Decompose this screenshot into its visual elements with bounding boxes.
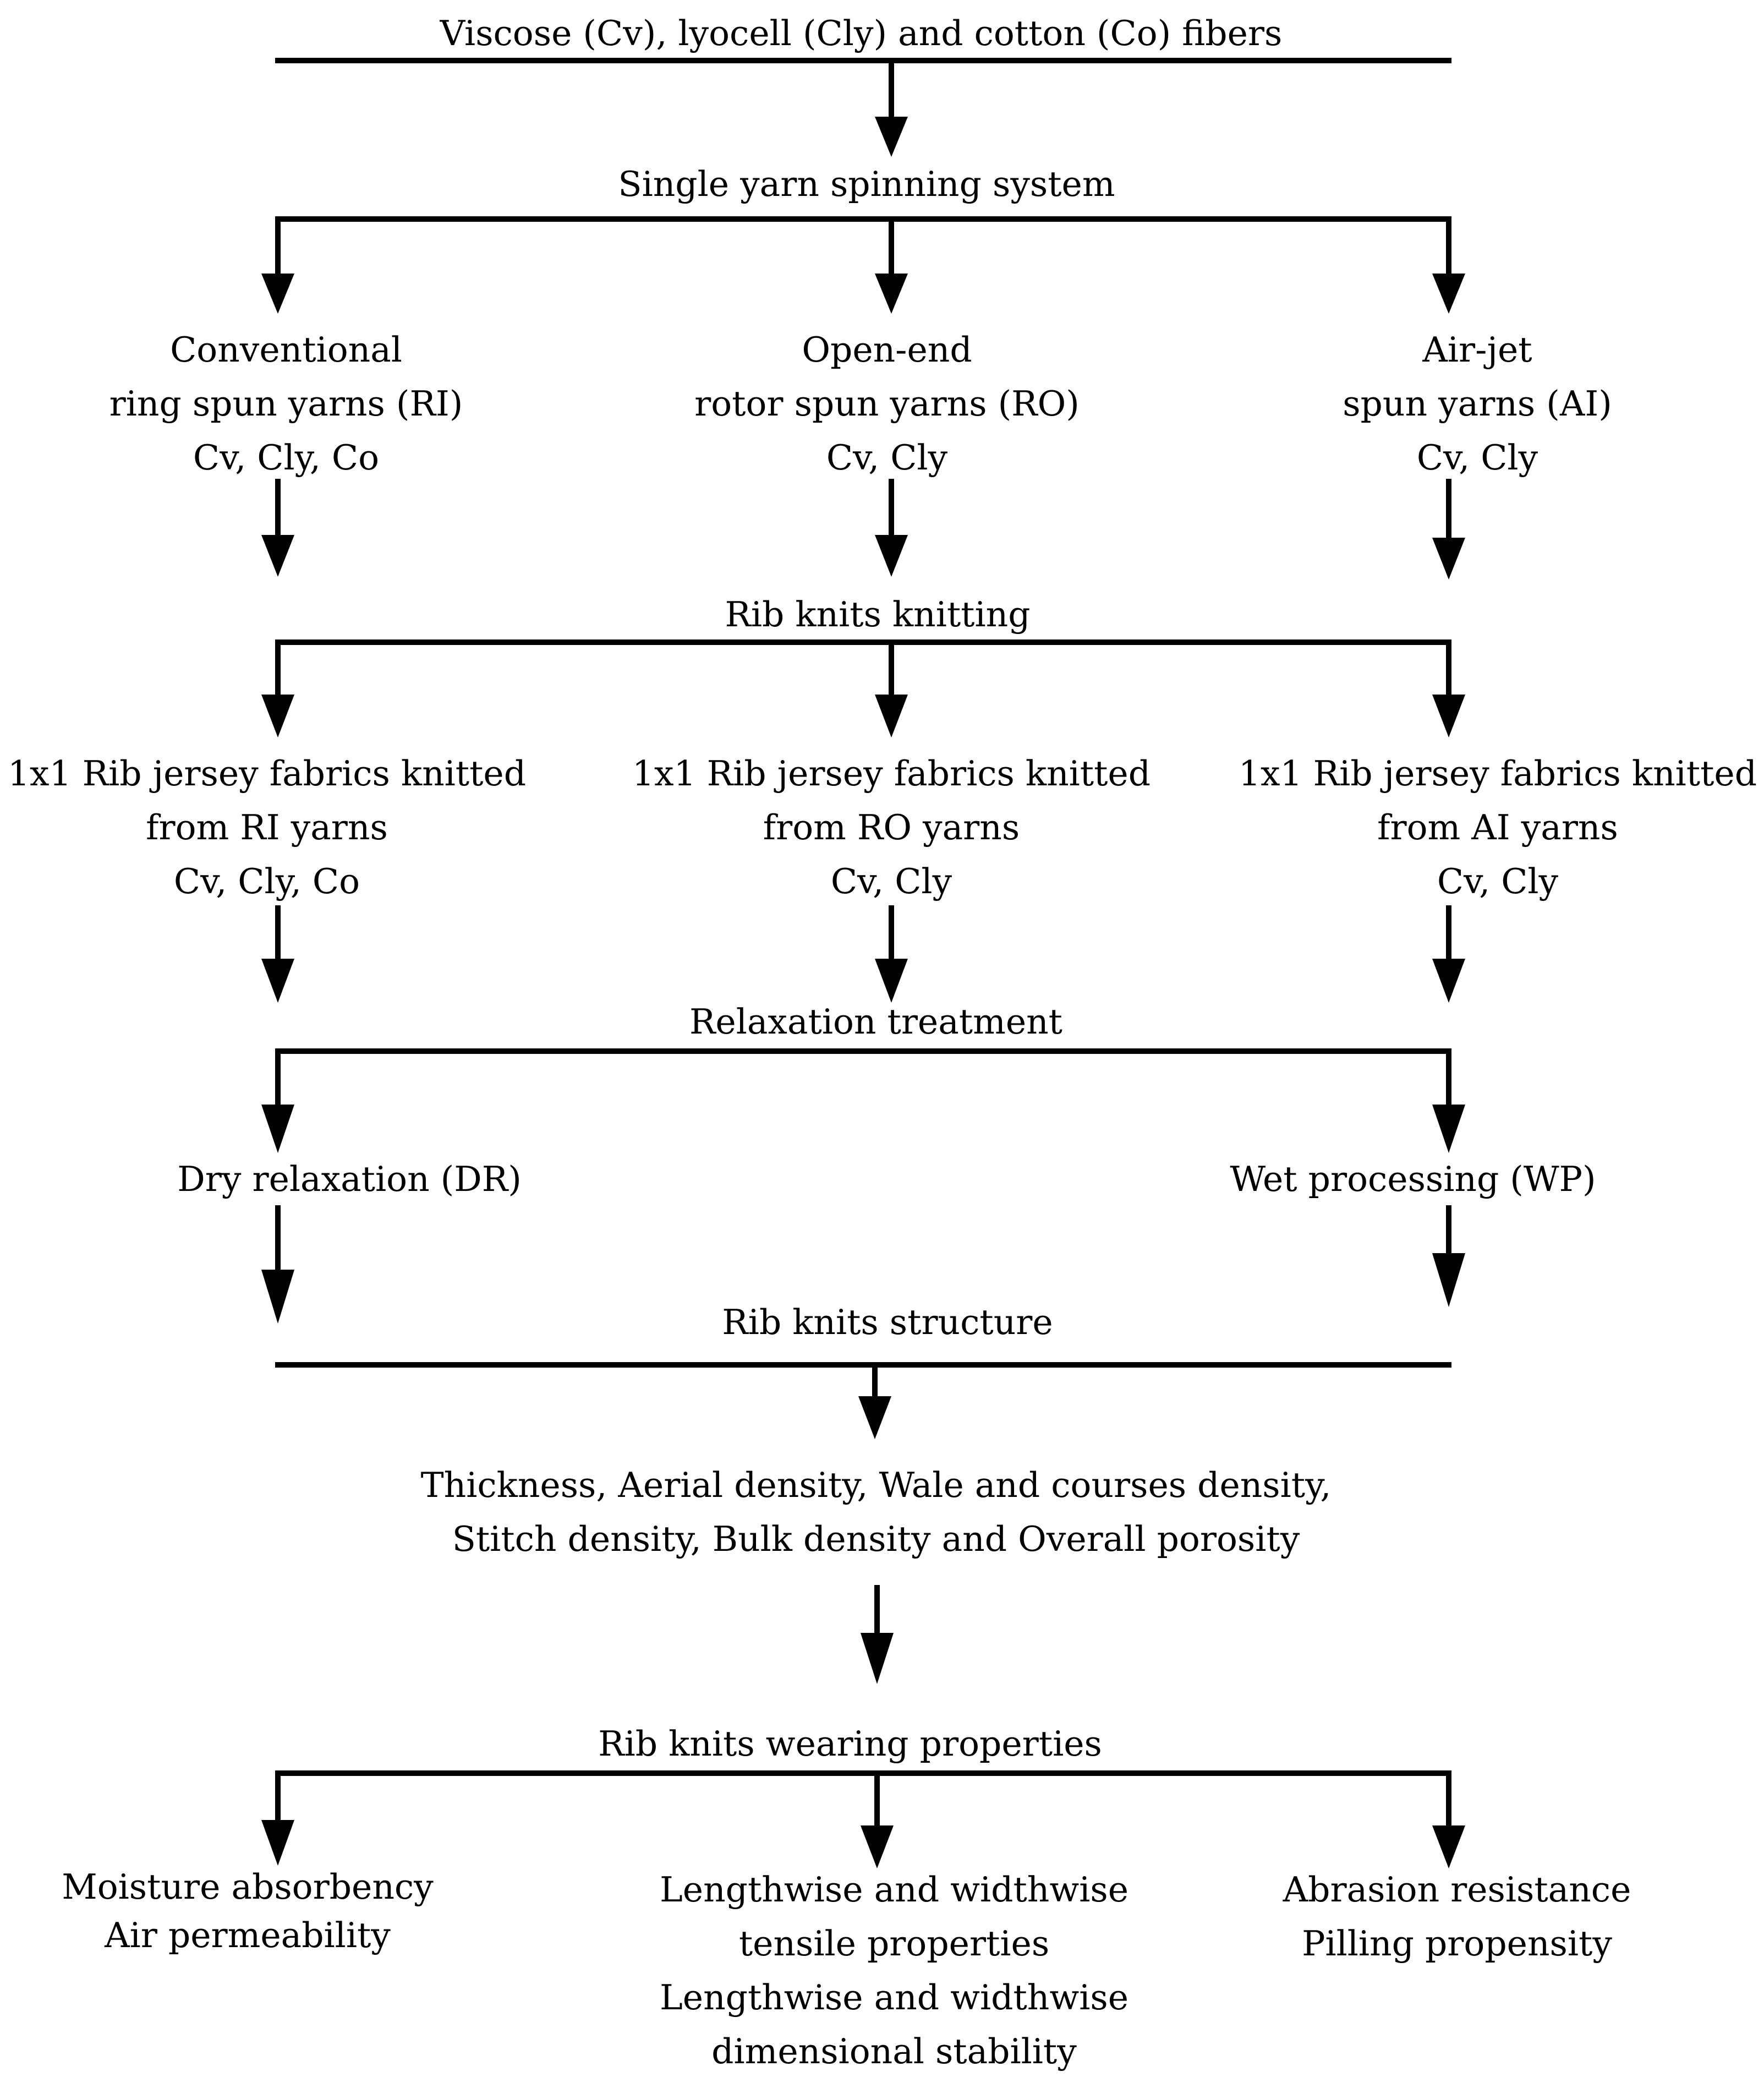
arrowhead: [861, 1633, 894, 1684]
fabric-ai-line3: Cv, Cly: [1437, 861, 1559, 901]
structure-text: Rib knits structure: [722, 1302, 1053, 1342]
property-comfort: Moisture absorbency Air permeability: [62, 1863, 434, 1960]
arrowhead: [1432, 274, 1465, 314]
yarn-ai-line2: spun yarns (AI): [1343, 384, 1612, 424]
relaxation-label: Relaxation treatment: [689, 995, 1062, 1049]
fabric-ro-line1: 1x1 Rib jersey fabrics knitted: [632, 753, 1151, 794]
arrowhead: [861, 1825, 894, 1868]
arrowhead: [261, 535, 294, 577]
arrowheads: [261, 117, 1465, 1868]
treatment-dr-text: Dry relaxation (DR): [177, 1159, 522, 1199]
arrowhead: [875, 274, 908, 314]
fabric-ri-box: 1x1 Rib jersey fabrics knitted from RI y…: [8, 747, 526, 909]
structure-params-line1: Thickness, Aerial density, Wale and cour…: [420, 1465, 1332, 1505]
wearing-label: Rib knits wearing properties: [598, 1717, 1102, 1771]
arrowhead: [261, 959, 294, 1003]
fabric-ro-box: 1x1 Rib jersey fabrics knitted from RO y…: [632, 747, 1151, 909]
arrowhead: [875, 117, 908, 157]
fibers-label: Viscose (Cv), lyocell (Cly) and cotton (…: [440, 7, 1283, 61]
fibers-text: Viscose (Cv), lyocell (Cly) and cotton (…: [440, 13, 1283, 53]
arrowhead: [1432, 1105, 1465, 1153]
arrowhead: [261, 1105, 294, 1153]
treatment-dr: Dry relaxation (DR): [177, 1152, 522, 1206]
arrowhead: [261, 274, 294, 314]
arrowhead: [875, 959, 908, 1003]
yarn-ri-line3: Cv, Cly, Co: [193, 438, 380, 478]
arrowhead: [261, 1820, 294, 1866]
knitting-text: Rib knits knitting: [725, 594, 1031, 635]
relaxation-text: Relaxation treatment: [689, 1002, 1063, 1042]
structure-params-line2: Stitch density, Bulk density and Overall…: [452, 1519, 1300, 1559]
treatment-wp: Wet processing (WP): [1230, 1152, 1596, 1206]
property-mechanical-line2: tensile properties: [738, 1923, 1050, 1964]
yarn-ri-box: Conventional ring spun yarns (RI) Cv, Cl…: [109, 323, 463, 485]
fabric-ro-line2: from RO yarns: [763, 807, 1020, 848]
arrowhead: [261, 695, 294, 737]
yarn-ri-line2: ring spun yarns (RI): [109, 384, 463, 424]
connector-lines: [275, 58, 1451, 1830]
property-comfort-line1: Moisture absorbency: [62, 1867, 434, 1907]
fabric-ai-line1: 1x1 Rib jersey fabrics knitted: [1238, 753, 1757, 794]
arrowhead: [858, 1396, 891, 1439]
yarn-ro-box: Open-end rotor spun yarns (RO) Cv, Cly: [694, 323, 1080, 485]
yarn-ai-line1: Air-jet: [1422, 330, 1532, 370]
yarn-ri-line1: Conventional: [170, 330, 402, 370]
property-durability-line1: Abrasion resistance: [1283, 1870, 1631, 1910]
treatment-wp-text: Wet processing (WP): [1230, 1159, 1596, 1199]
arrowhead: [875, 695, 908, 737]
knitting-label: Rib knits knitting: [725, 588, 1030, 642]
fabric-ri-line3: Cv, Cly, Co: [173, 861, 360, 901]
property-mechanical-line3: Lengthwise and widthwise: [659, 1977, 1129, 2018]
fabric-ri-line1: 1x1 Rib jersey fabrics knitted: [7, 753, 527, 794]
yarn-ro-line1: Open-end: [802, 330, 972, 370]
arrowhead: [875, 535, 908, 577]
spinning-text: Single yarn spinning system: [618, 164, 1115, 204]
structure-params: Thickness, Aerial density, Wale and cour…: [421, 1458, 1332, 1566]
arrowhead: [1432, 695, 1465, 737]
structure-label: Rib knits structure: [722, 1296, 1053, 1349]
fabric-ai-box: 1x1 Rib jersey fabrics knitted from AI y…: [1239, 747, 1757, 909]
arrowhead: [1432, 1825, 1465, 1868]
arrowhead: [1432, 538, 1465, 580]
yarn-ro-line3: Cv, Cly: [826, 438, 948, 478]
fabric-ro-line3: Cv, Cly: [830, 861, 952, 901]
property-mechanical: Lengthwise and widthwise tensile propert…: [660, 1863, 1128, 2079]
yarn-ai-box: Air-jet spun yarns (AI) Cv, Cly: [1343, 323, 1612, 485]
fabric-ri-line2: from RI yarns: [146, 807, 388, 848]
yarn-ro-line2: rotor spun yarns (RO): [694, 384, 1080, 424]
fabric-ai-line2: from AI yarns: [1377, 807, 1618, 848]
property-mechanical-line1: Lengthwise and widthwise: [659, 1870, 1129, 1910]
property-durability-line2: Pilling propensity: [1302, 1923, 1612, 1964]
yarn-ai-line3: Cv, Cly: [1416, 438, 1538, 478]
arrowhead: [1432, 959, 1465, 1003]
arrowhead: [261, 1270, 294, 1324]
property-comfort-line2: Air permeability: [105, 1915, 391, 1955]
property-mechanical-line4: dimensional stability: [711, 2031, 1077, 2071]
spinning-label: Single yarn spinning system: [618, 157, 1115, 211]
property-durability: Abrasion resistance Pilling propensity: [1283, 1863, 1631, 1971]
wearing-text: Rib knits wearing properties: [598, 1724, 1102, 1764]
arrowhead: [1432, 1253, 1465, 1307]
